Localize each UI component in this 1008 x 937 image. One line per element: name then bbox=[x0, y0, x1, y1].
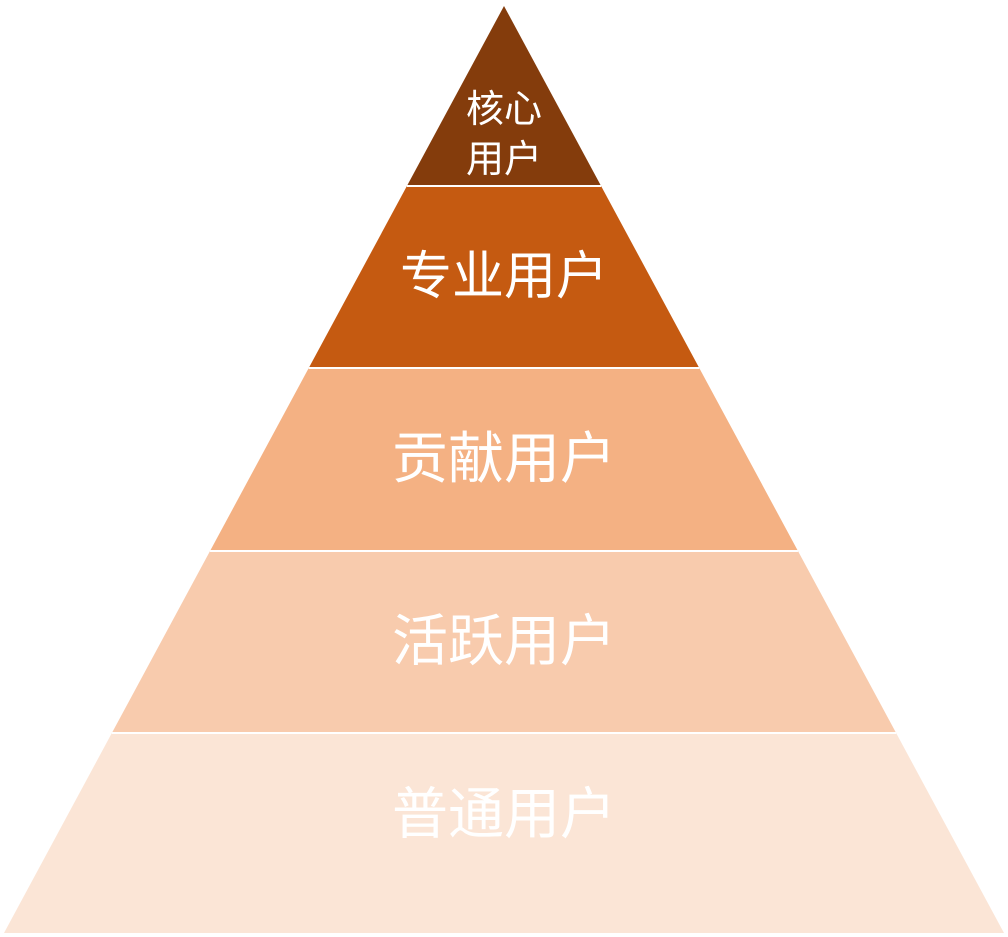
pyramid-tier-contributor bbox=[210, 368, 798, 551]
pyramid-tier-regular bbox=[4, 733, 1004, 933]
pyramid-tier-core bbox=[406, 6, 602, 186]
tier-label-contributor: 贡献用户 bbox=[392, 427, 616, 492]
pyramid-tier-professional bbox=[308, 186, 700, 368]
pyramid-tiers bbox=[4, 6, 1004, 933]
tier-label-active: 活跃用户 bbox=[392, 610, 616, 675]
tier-label-regular: 普通用户 bbox=[392, 783, 616, 848]
tier-label-core: 用户 bbox=[466, 137, 542, 181]
tier-label-professional: 专业用户 bbox=[400, 247, 608, 307]
tier-label-core: 核心 bbox=[466, 87, 542, 131]
pyramid-tier-active bbox=[111, 551, 897, 733]
